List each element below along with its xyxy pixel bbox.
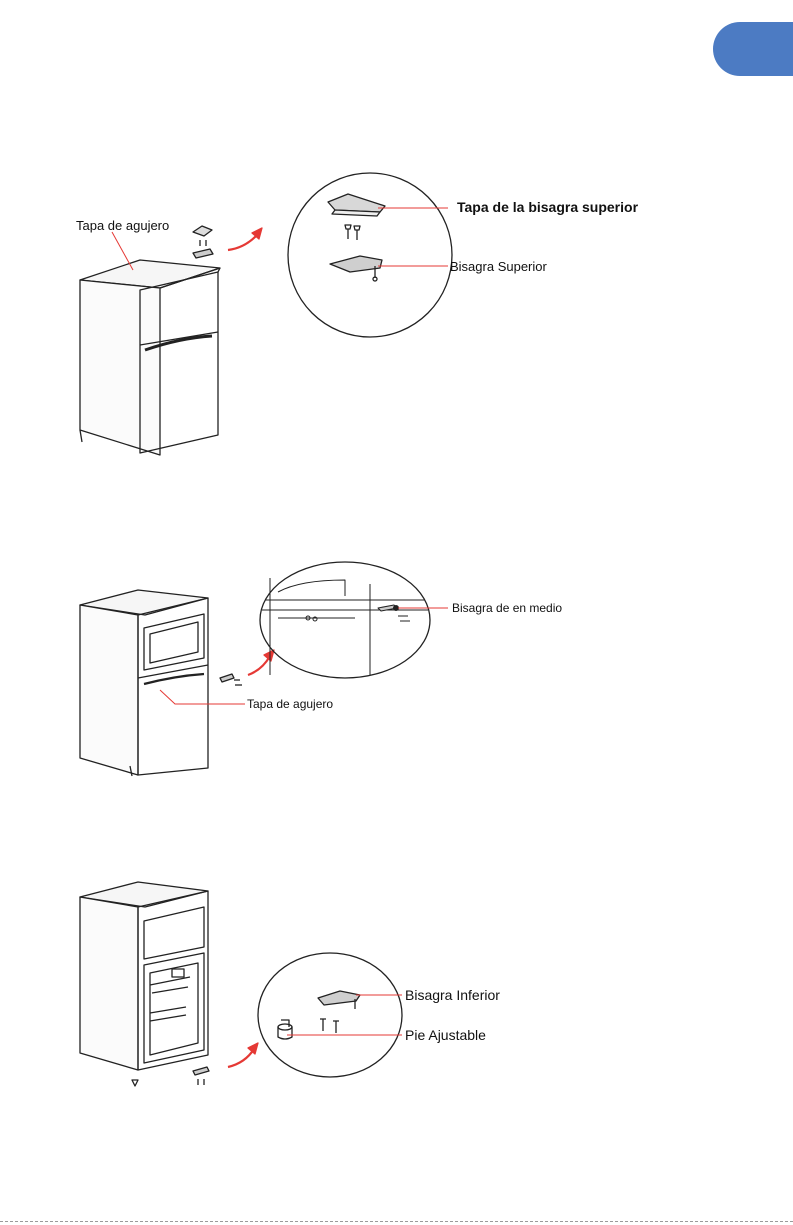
label-hole-cap-1: Tapa de agujero <box>76 218 169 233</box>
page-bottom-border <box>0 1221 793 1222</box>
middle-hinge-detail <box>262 578 428 675</box>
figure-middle-hinge: Bisagra de en medio Tapa de agujero <box>0 570 793 790</box>
fridge-illustration-3 <box>80 882 208 1070</box>
arrow-2 <box>248 656 270 675</box>
hinge-parts-small <box>193 226 213 258</box>
fridge-illustration-1 <box>80 260 220 455</box>
page-tab <box>713 22 793 76</box>
detail-circle-1 <box>288 173 452 337</box>
arrow-1 <box>228 234 258 250</box>
adjustable-foot-detail <box>278 1020 292 1039</box>
bottom-hinge-detail <box>318 991 360 1009</box>
label-top-hinge: Bisagra Superior <box>450 259 547 274</box>
label-middle-hinge: Bisagra de en medio <box>452 601 562 615</box>
label-top-hinge-cover: Tapa de la bisagra superior <box>457 199 639 215</box>
detail-circle-2 <box>260 562 430 678</box>
figure-bottom-hinge: Bisagra Inferior Pie Ajustable <box>0 865 793 1105</box>
loose-parts <box>132 1067 209 1086</box>
screws-detail-3 <box>320 1019 339 1033</box>
hinge-cover-detail <box>328 194 385 216</box>
fridge-illustration-2 <box>80 590 208 776</box>
hinge-parts-small-2 <box>220 674 242 685</box>
label-hole-cap-2: Tapa de agujero <box>247 697 333 711</box>
label-bottom-hinge: Bisagra Inferior <box>405 987 500 1003</box>
detail-circle-3 <box>258 953 402 1077</box>
top-hinge-detail <box>330 256 382 281</box>
screws-detail <box>345 225 360 240</box>
label-adjustable-foot: Pie Ajustable <box>405 1027 486 1043</box>
figure-top-hinge: Tapa de agujero Tapa de la bisagra super… <box>0 160 793 470</box>
arrow-3 <box>228 1049 254 1067</box>
